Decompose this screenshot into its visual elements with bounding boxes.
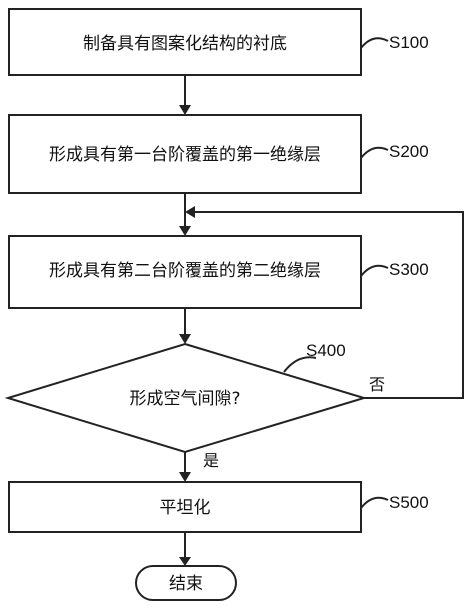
arrowhead-s300-s400 (179, 334, 191, 344)
arrowhead-s400-s500 (179, 472, 191, 482)
step-s200-box (8, 114, 362, 194)
step-s500: 平坦化 (8, 481, 362, 533)
step-s200-leader (360, 146, 389, 159)
loop-no-arrowhead (185, 206, 195, 218)
decision-s400-text: 形成空气间隙? (129, 389, 240, 409)
step-s500-leader (360, 496, 389, 509)
step-s100-box (8, 8, 362, 76)
step-s400-label: S400 (306, 341, 346, 360)
step-s300-text: 形成具有第二台阶覆盖的第二绝缘层 (49, 261, 321, 281)
step-s200-label: S200 (389, 142, 429, 161)
step-s100-label: S100 (389, 33, 429, 52)
arrowhead-s500-end (179, 557, 191, 566)
end-terminator-shape (135, 565, 237, 601)
step-s500-text: 平坦化 (160, 498, 211, 518)
step-s200: 形成具有第一台阶覆盖的第一绝缘层 (8, 114, 362, 194)
step-s100: 制备具有图案化结构的衬底 (8, 8, 362, 76)
end-terminator: 结束 (135, 565, 237, 601)
arrowhead-s200-s300 (179, 226, 191, 236)
loop-no-line (195, 211, 464, 399)
step-s300-leader (360, 264, 389, 277)
end-terminator-text: 结束 (169, 574, 203, 594)
step-s500-label: S500 (389, 493, 429, 512)
step-s200-text: 形成具有第一台阶覆盖的第一绝缘层 (49, 145, 321, 165)
branch-yes-label: 是 (203, 451, 219, 470)
step-s300: 形成具有第二台阶覆盖的第二绝缘层 (8, 235, 362, 309)
step-s100-text: 制备具有图案化结构的衬底 (83, 34, 287, 54)
step-s300-box (8, 235, 362, 309)
branch-no-label: 否 (369, 375, 385, 394)
arrowhead-s100-s200 (179, 105, 191, 115)
step-s300-label: S300 (389, 260, 429, 279)
step-s100-leader (360, 37, 389, 49)
step-s400: 形成空气间隙? (4, 342, 368, 454)
step-s400-leader (283, 356, 317, 373)
